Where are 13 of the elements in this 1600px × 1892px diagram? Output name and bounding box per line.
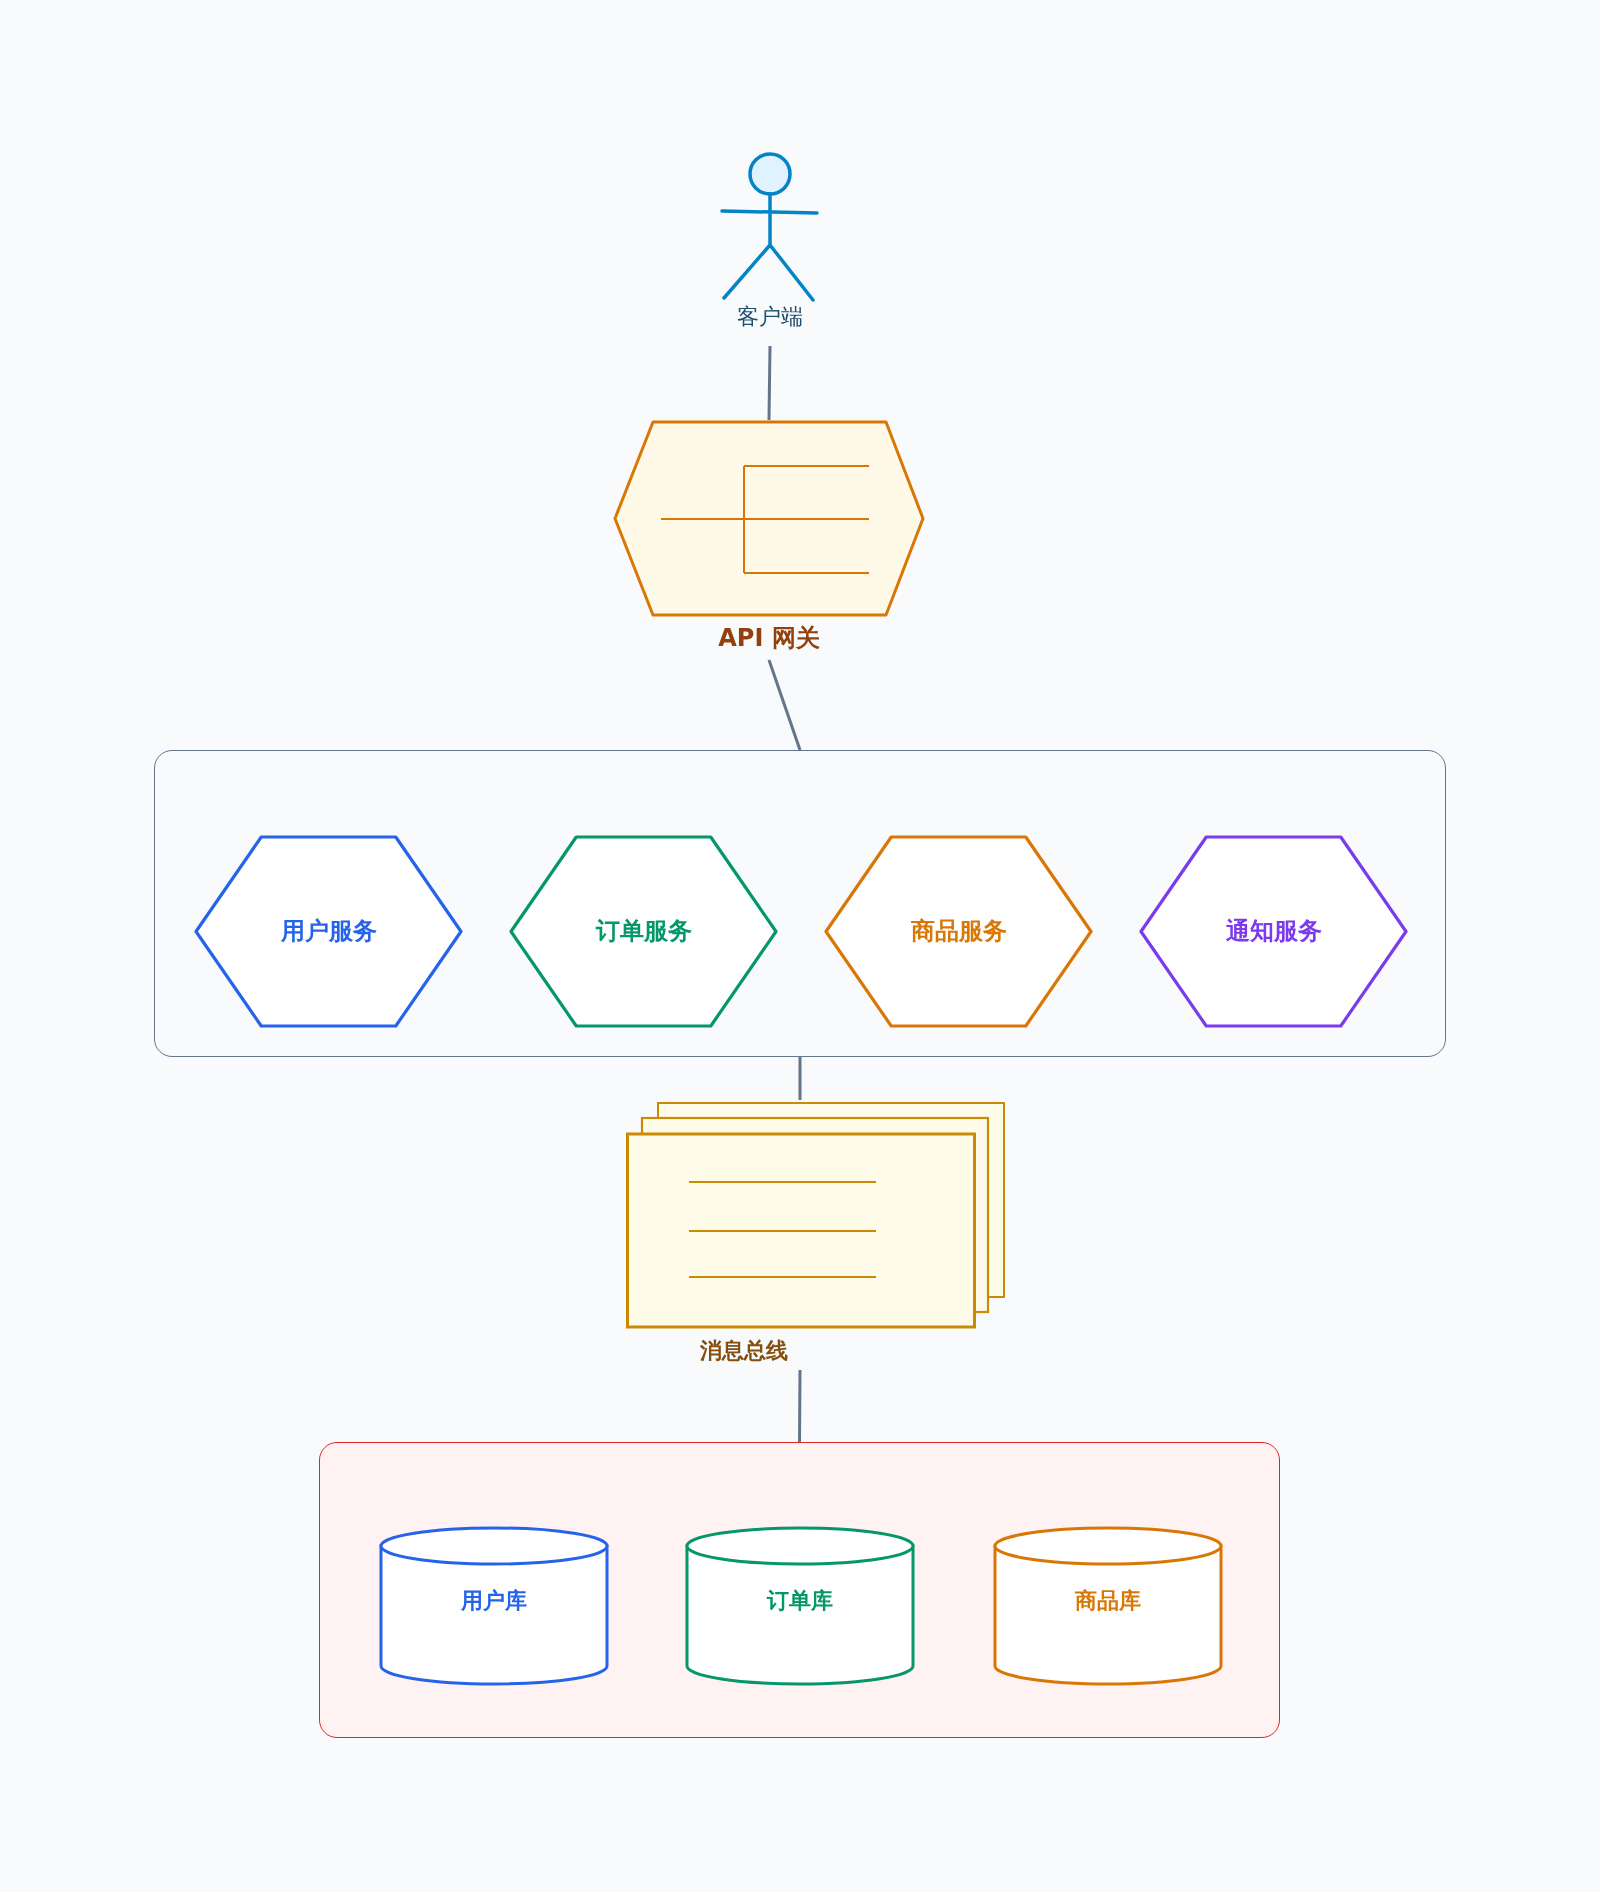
- hexagon-node: 通知服务: [1139, 835, 1408, 1028]
- connector-line: [798, 1370, 802, 1442]
- connector-line: [798, 1057, 802, 1100]
- hexagon-node: 商品服务: [824, 835, 1093, 1028]
- connector-line: [767, 659, 802, 751]
- node-label: API 网关: [718, 625, 820, 653]
- hexagon-node: 订单服务: [509, 835, 778, 1028]
- hexagon-node: 用户服务: [194, 835, 463, 1028]
- group-panel: [319, 1442, 1280, 1738]
- node-label: 客户端: [737, 304, 803, 330]
- connector-line: [767, 345, 772, 421]
- group-panel: [154, 750, 1446, 1057]
- node-label: 消息总线: [700, 1338, 788, 1364]
